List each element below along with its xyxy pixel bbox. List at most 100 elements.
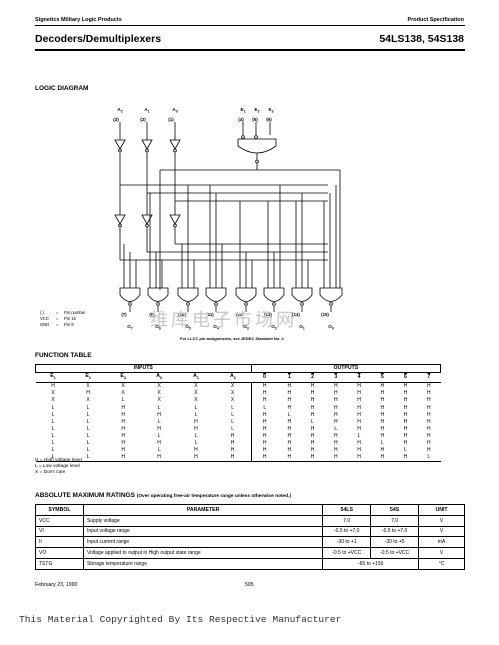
table-cell: H [310, 390, 315, 397]
input-e2-label: E [255, 107, 258, 112]
table-cell: H [157, 411, 161, 418]
svg-text:O3: O3 [243, 324, 249, 331]
table-cell: H [357, 404, 361, 411]
column-header: 5 [370, 372, 394, 384]
table-cell: H [380, 418, 385, 425]
table-cell: H [250, 432, 278, 440]
table-cell: X [194, 383, 198, 390]
table-cell: L [334, 425, 338, 432]
table-cell: H [250, 411, 278, 419]
table-cell: L [380, 439, 384, 446]
table-cell: H [380, 447, 385, 454]
column-header: E2 [70, 372, 106, 384]
output-o2-label: O [271, 324, 275, 329]
ratings-cell: Voltage applied to output in High output… [82, 547, 324, 559]
table-cell: X [51, 390, 55, 397]
pin-a2: (3) [113, 117, 119, 122]
ratings-cell: VCC [35, 514, 84, 527]
table-cell: L [287, 411, 291, 418]
table-cell: L [231, 418, 234, 425]
ratings-cell: VO [35, 547, 84, 559]
outputs-group-header: OUTPUTS [250, 363, 442, 374]
pin-note-eq-0: = [56, 310, 59, 315]
table-cell: H [426, 411, 431, 418]
input-e3-label: E [269, 107, 272, 112]
svg-text:O1: O1 [299, 324, 305, 331]
table-cell: X [86, 397, 90, 404]
footer-date: February 23, 1990 [35, 582, 78, 588]
table-cell: H [393, 454, 418, 463]
table-cell: L [86, 411, 90, 418]
table-cell: L [157, 447, 161, 454]
pin-e2: (5) [252, 117, 258, 122]
ratings-cell: VI [35, 525, 84, 538]
table-cell: L [86, 439, 90, 446]
table-cell: H [403, 425, 408, 432]
pin-a1: (2) [140, 117, 146, 122]
table-cell: H [310, 439, 315, 446]
part-number: 54LS138, 54S138 [379, 33, 464, 45]
table-cell: X [230, 383, 235, 390]
inputs-group-header: INPUTS [35, 363, 252, 374]
function-table-heading: FUNCTION TABLE [35, 352, 92, 359]
table-cell: H [194, 425, 198, 432]
output-o0-label: O [328, 324, 332, 329]
table-cell: X [157, 390, 161, 397]
pin-note-eq-2: = [56, 322, 59, 327]
svg-text:O6: O6 [155, 324, 161, 331]
svg-text:E3: E3 [269, 107, 274, 114]
table-cell: H [140, 454, 178, 463]
table-cell: H [121, 447, 125, 454]
table-cell: H [370, 454, 394, 463]
table-cell: H [287, 425, 292, 432]
table-cell: L [86, 432, 90, 439]
table-cell: H [333, 418, 338, 425]
table-cell: H [157, 439, 161, 446]
table-cell: X [86, 383, 90, 390]
table-cell: L [194, 404, 198, 411]
table-cell: X [51, 397, 55, 404]
table-cell: H [194, 418, 198, 425]
watermark: 维库电子市场网 [150, 310, 297, 331]
table-cell: H [380, 383, 385, 390]
output-pin-o2: (13) [264, 312, 272, 317]
ratings-cell: 7.0 [370, 514, 420, 527]
table-cell: H [287, 390, 292, 397]
table-cell: H [177, 454, 215, 463]
pin-note-desc-2: Pin 8 [64, 322, 74, 327]
ratings-column-header: 54LS [322, 504, 372, 516]
table-cell: H [426, 397, 431, 404]
table-cell: H [214, 454, 252, 463]
table-cell: H [86, 390, 90, 397]
pin-note-sym-1: VCC [40, 316, 49, 321]
input-e1-label: E [241, 107, 244, 112]
column-header: 4 [347, 372, 371, 384]
table-cell: H [250, 454, 278, 463]
output-o5-label: O [185, 324, 189, 329]
table-cell: H [403, 439, 408, 446]
table-cell: H [324, 454, 348, 463]
table-cell: X [121, 383, 125, 390]
output-pin-o7: (7) [121, 312, 127, 317]
table-cell: H [426, 439, 431, 446]
svg-text:O2: O2 [271, 324, 277, 331]
table-cell: H [121, 418, 125, 425]
table-cell: L [86, 447, 90, 454]
svg-text:O0: O0 [328, 324, 334, 331]
table-cell: H [310, 425, 315, 432]
ratings-cell: -0.5 to +VCC [322, 547, 372, 559]
table-cell: L [86, 404, 90, 411]
ratings-cell: V [418, 514, 465, 527]
ratings-column-header: PARAMETER [82, 504, 324, 516]
table-cell: H [333, 390, 338, 397]
column-header: E3 [105, 372, 141, 384]
pin-note-desc-0: Pin number [64, 310, 86, 315]
